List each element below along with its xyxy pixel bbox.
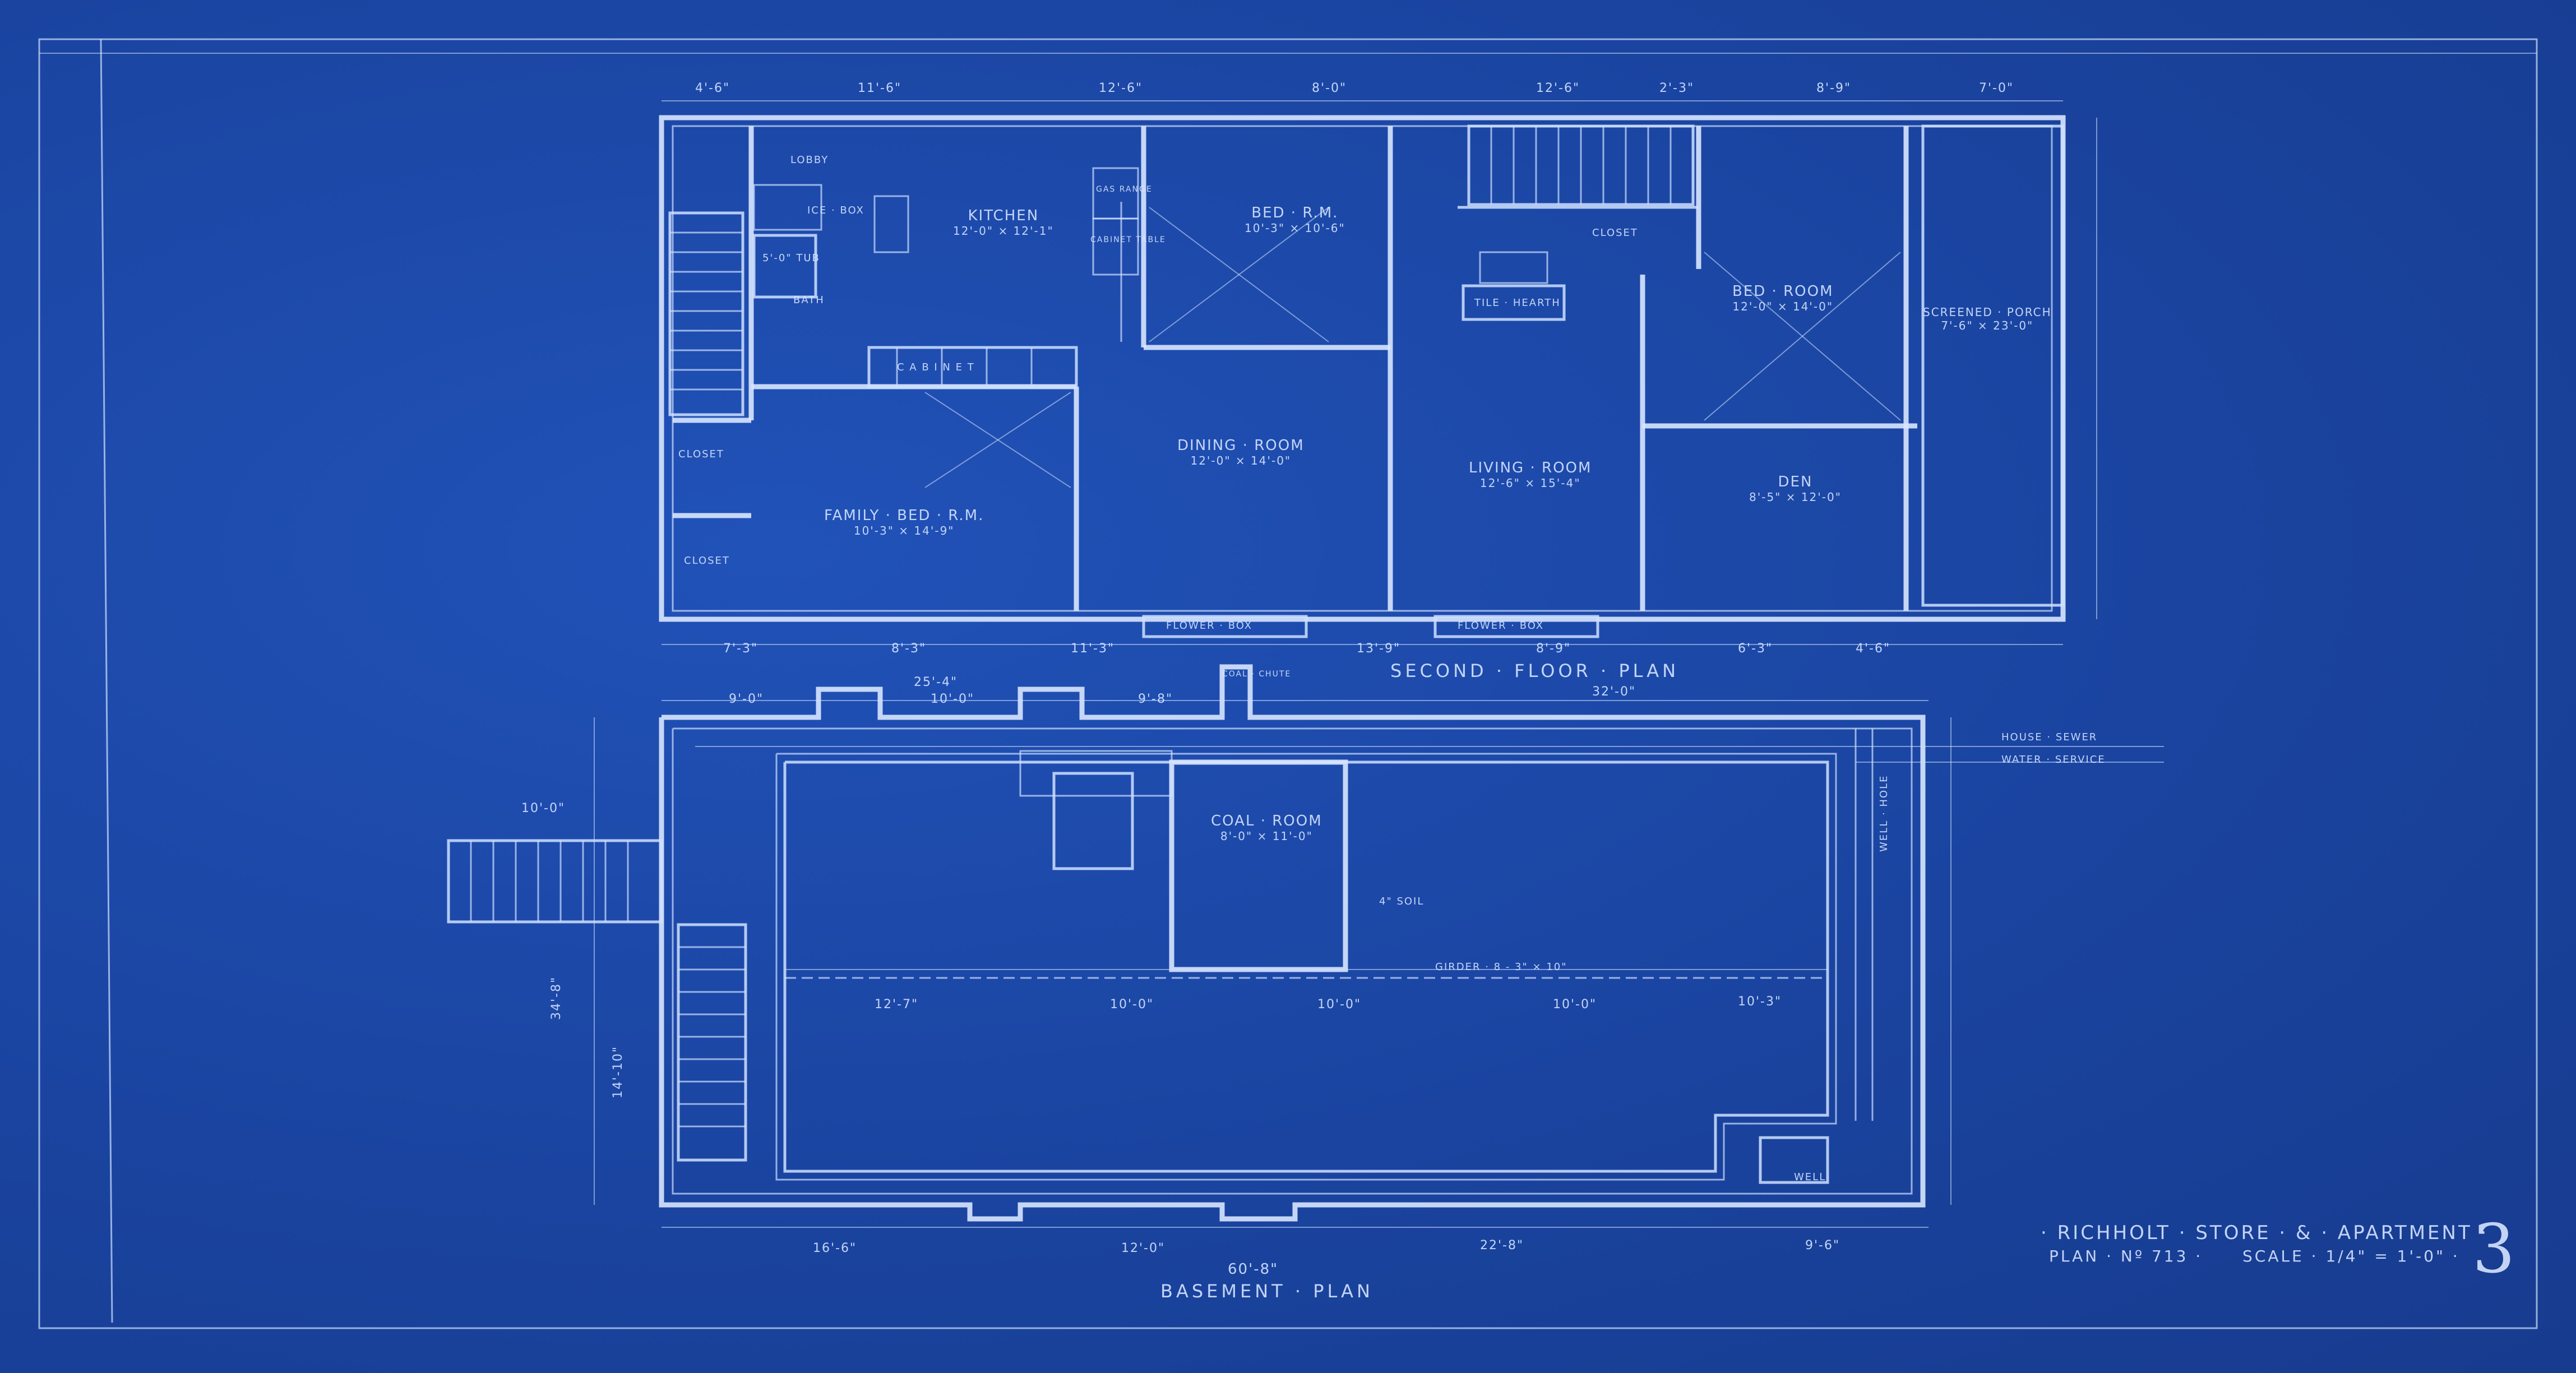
label-flower-box-1: FLOWER · BOX [1166, 620, 1253, 632]
dim-base-bottom-4: 9'-6" [1805, 1239, 1840, 1253]
room-name: FAMILY · BED · R.M. [824, 507, 984, 524]
dim-base-bottom-3: 22'-8" [1480, 1239, 1524, 1253]
dim-base-left-1: 10'-0" [521, 801, 566, 815]
label-closet-1: CLOSET [678, 448, 724, 460]
dim-bottom-7: 4'-6" [1856, 642, 1891, 656]
dim-base-top-3: 10'-0" [931, 692, 975, 706]
label-flower-box-2: FLOWER · BOX [1458, 620, 1544, 632]
label-bath: BATH [793, 294, 825, 306]
dim-base-mid-3: 10'-0" [1317, 998, 1362, 1012]
sheet-border [38, 38, 2538, 1329]
room-kitchen: KITCHEN 12'-0" × 12'-1" [953, 207, 1054, 238]
basement-plan-title: BASEMENT · PLAN [1160, 1281, 1373, 1302]
room-bed-room: BED · ROOM 12'-0" × 14'-0" [1732, 283, 1834, 313]
room-family-bed-rm: FAMILY · BED · R.M. 10'-3" × 14'-9" [824, 507, 984, 537]
dim-base-bottom-1: 16'-6" [813, 1241, 857, 1255]
room-den: DEN 8'-5" × 12'-0" [1749, 474, 1842, 504]
room-size: 7'-6" × 23'-0" [1941, 319, 2034, 332]
margin-line [100, 39, 113, 1323]
room-name: COAL · ROOM [1211, 813, 1322, 829]
dim-top-4: 8'-0" [1312, 81, 1347, 95]
dim-base-overall: 60'-8" [1228, 1261, 1279, 1278]
dim-top-3: 12'-6" [1099, 81, 1143, 95]
label-closet-3: CLOSET [1592, 227, 1638, 239]
dim-bottom-2: 8'-3" [891, 642, 927, 656]
second-floor-outline [659, 115, 2066, 638]
dim-bottom-6: 6'-3" [1738, 642, 1773, 656]
room-size: 8'-0" × 11'-0" [1220, 829, 1313, 843]
room-name: LIVING · ROOM [1469, 460, 1592, 476]
label-tub: 5'-0" TUB [762, 252, 820, 264]
second-floor-plan-title: SECOND · FLOOR · PLAN [1390, 660, 1680, 681]
room-size: 12'-0" × 12'-1" [953, 224, 1054, 238]
dim-bottom-1: 7'-3" [723, 642, 759, 656]
sheet-number: 3 [2472, 1210, 2517, 1288]
room-name: KITCHEN [968, 207, 1039, 224]
label-tile-hearth: TILE · HEARTH [1474, 297, 1561, 309]
room-coal-room: COAL · ROOM 8'-0" × 11'-0" [1211, 813, 1322, 843]
dim-base-bottom-2: 12'-0" [1121, 1241, 1166, 1255]
room-size: 12'-0" × 14'-0" [1190, 454, 1292, 467]
dim-top-2: 11'-6" [858, 81, 902, 95]
title-block-scale: SCALE · 1/4" = 1'-0" · [2242, 1247, 2460, 1265]
room-name: DINING · ROOM [1177, 437, 1305, 454]
room-bed-rm: BED · R.M. 10'-3" × 10'-6" [1245, 205, 1345, 235]
label-girder: GIRDER · 8 - 3" × 10" [1435, 961, 1567, 973]
title-block-plan-number: PLAN · Nº 713 · [2049, 1247, 2203, 1265]
dim-top-8: 7'-0" [1979, 81, 2014, 95]
room-size: 8'-5" × 12'-0" [1749, 490, 1842, 504]
dim-top-6: 2'-3" [1659, 81, 1695, 95]
dim-base-left-3: 14'-10" [611, 1045, 625, 1098]
room-size: 10'-3" × 10'-6" [1245, 221, 1345, 235]
dim-top-7: 8'-9" [1816, 81, 1852, 95]
dim-bottom-3: 11'-3" [1071, 642, 1115, 656]
dim-base-mid-1: 12'-7" [875, 998, 919, 1012]
room-size: 12'-0" × 14'-0" [1732, 300, 1834, 313]
dim-base-mid-5: 10'-3" [1738, 995, 1782, 1009]
room-name: BED · R.M. [1251, 205, 1339, 221]
label-well: WELL [1794, 1171, 1826, 1183]
dim-base-left-2: 34'-8" [549, 976, 563, 1020]
dim-bottom-4: 13'-9" [1357, 642, 1401, 656]
room-dining-room: DINING · ROOM 12'-0" × 14'-0" [1177, 437, 1305, 467]
dim-base-top-2: 25'-4" [914, 675, 958, 689]
label-ice-box: ICE · BOX [807, 205, 864, 216]
dim-base-mid-2: 10'-0" [1110, 998, 1154, 1012]
label-gas-range: GAS RANGE [1096, 185, 1153, 194]
room-name: SCREENED · PORCH [1923, 305, 2052, 319]
dim-top-1: 4'-6" [695, 81, 730, 95]
label-house-sewer: HOUSE · SEWER [2001, 731, 2098, 743]
label-coal-chute: COAL · CHUTE [1222, 670, 1292, 679]
dim-base-top-4: 9'-8" [1138, 692, 1173, 706]
title-block-project: · RICHHOLT · STORE · & · APARTMENT · [2041, 1222, 2489, 1244]
basement-dimensions [594, 700, 2164, 1228]
label-cabinet: C A B I N E T [897, 361, 975, 373]
room-name: DEN [1778, 474, 1813, 490]
label-cabinet-table: CABINET TABLE [1090, 235, 1166, 244]
label-soil: 4" SOIL [1379, 896, 1425, 907]
dim-base-top-1: 9'-0" [729, 692, 764, 706]
label-well-hole: WELL · HOLE [1878, 774, 1890, 852]
label-closet-2: CLOSET [684, 555, 730, 567]
second-floor-dimensions [662, 100, 2097, 645]
dim-top-5: 12'-6" [1536, 81, 1580, 95]
room-size: 12'-6" × 15'-4" [1479, 476, 1581, 490]
dim-base-top-5: 32'-0" [1592, 685, 1636, 699]
label-lobby: LOBBY [790, 154, 829, 166]
dim-base-mid-4: 10'-0" [1553, 998, 1597, 1012]
dim-bottom-5: 8'-9" [1536, 642, 1571, 656]
room-living-room: LIVING · ROOM 12'-6" × 15'-4" [1469, 460, 1592, 490]
label-water-service: WATER · SERVICE [2001, 754, 2106, 766]
room-screened-porch: SCREENED · PORCH 7'-6" × 23'-0" [1923, 305, 2052, 332]
room-size: 10'-3" × 14'-9" [853, 524, 955, 537]
room-name: BED · ROOM [1732, 283, 1834, 300]
basement-outline [447, 664, 1926, 1222]
